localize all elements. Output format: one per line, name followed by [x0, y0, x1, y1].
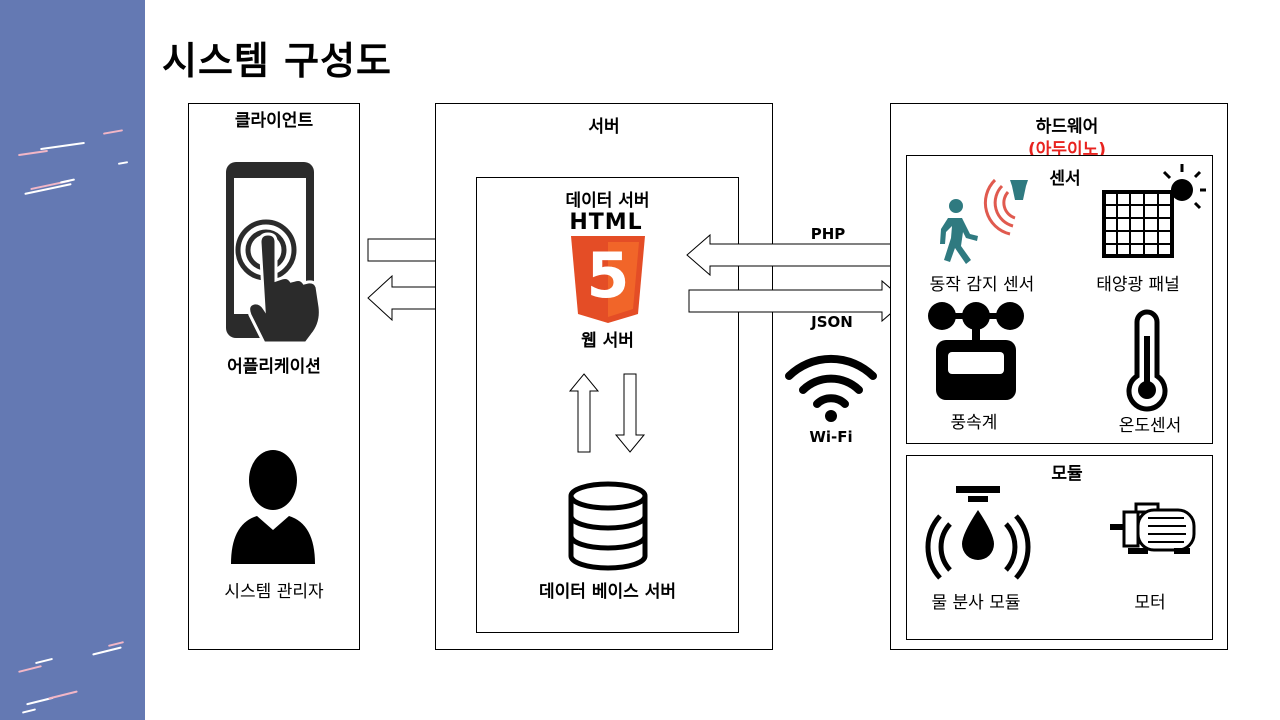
arrow-left-icon [686, 233, 904, 277]
sprinkler-icon [925, 486, 1031, 580]
thermometer-icon [1126, 309, 1168, 412]
app-label: 어플리케이션 [227, 357, 321, 377]
solar-panel-icon [1102, 164, 1206, 258]
html-logo-text: HTML [569, 210, 643, 235]
smartphone-touch-icon [226, 162, 322, 345]
arrow-up-icon [568, 373, 600, 453]
admin-label: 시스템 관리자 [224, 582, 324, 602]
arrow-down-icon [614, 373, 646, 453]
server-title: 서버 [588, 117, 620, 137]
html5-badge: 5 [586, 239, 630, 312]
anemometer-label: 풍속계 [950, 413, 998, 433]
php-label: PHP [810, 225, 846, 243]
html5-shield-icon [571, 236, 645, 323]
anemometer-icon [928, 302, 1024, 400]
user-icon [231, 450, 315, 564]
web-server-label: 웹 서버 [581, 331, 634, 351]
database-icon [568, 481, 648, 571]
client-title: 클라이언트 [234, 111, 314, 131]
sensor-title: 센서 [1049, 169, 1081, 189]
sprinkler-label: 물 분사 모듈 [931, 593, 1021, 613]
temperature-sensor-label: 온도센서 [1118, 416, 1182, 436]
sidebar-decoration [0, 0, 145, 720]
slide-title: 시스템 구성도 [162, 39, 392, 83]
hardware-title: 하드웨어 [1035, 117, 1099, 137]
wifi-label: Wi-Fi [809, 428, 853, 446]
motor-icon [1110, 502, 1196, 554]
motor-label: 모터 [1134, 593, 1166, 613]
motion-sensor-label: 동작 감지 센서 [929, 275, 1035, 295]
module-title: 모듈 [1051, 464, 1083, 484]
motion-sensor-icon [940, 178, 1028, 264]
arrow-right-icon [688, 279, 906, 323]
db-server-label: 데이터 베이스 서버 [539, 582, 676, 602]
wifi-icon [785, 354, 877, 422]
solar-panel-label: 태양광 패널 [1096, 275, 1180, 295]
data-server-title: 데이터 서버 [565, 191, 650, 211]
json-label: JSON [811, 313, 853, 331]
